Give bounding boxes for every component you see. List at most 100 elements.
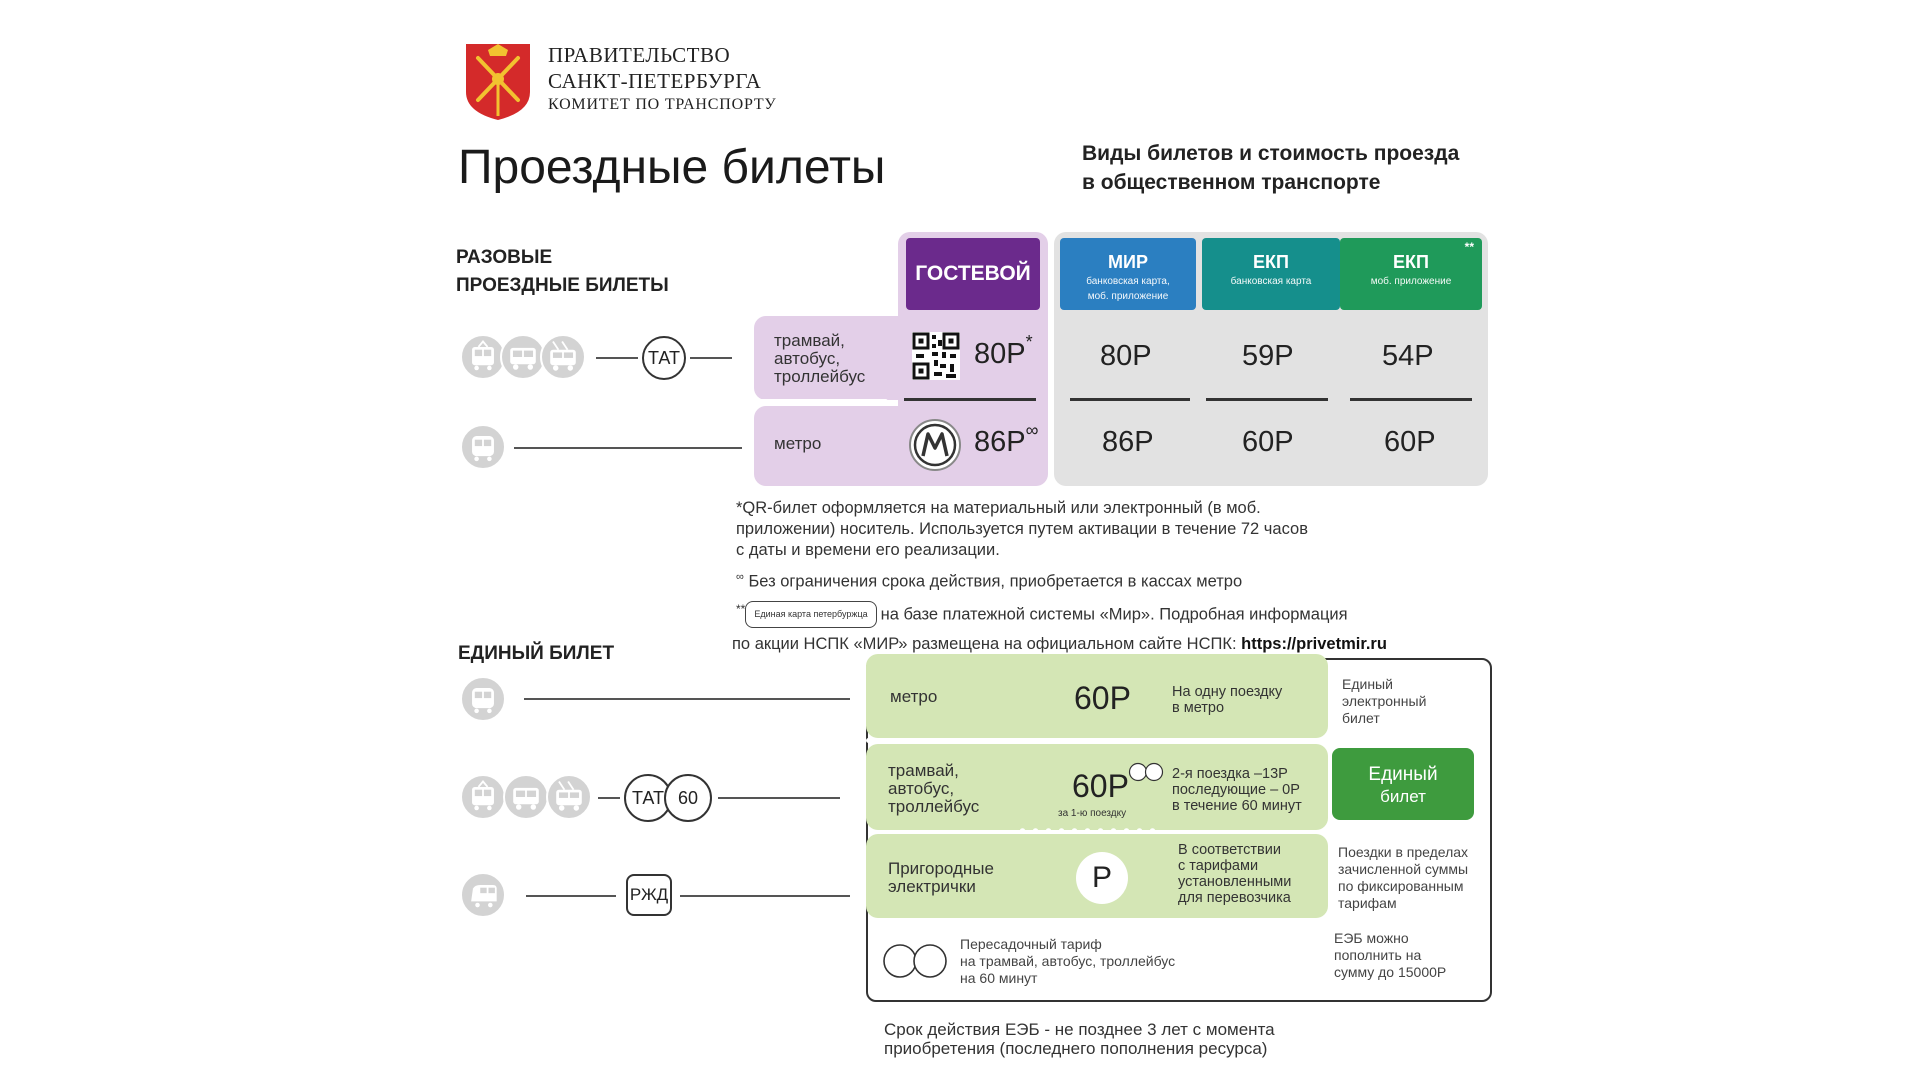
footnotes: *QR-билет оформляется на материальный ил… xyxy=(732,498,1387,655)
ekp-bank-surface-price: 59Р xyxy=(1242,340,1294,372)
single-label-line-2: ПРОЕЗДНЫЕ БИЛЕТЫ xyxy=(456,275,669,296)
ekp-bank-sub: банковская карта xyxy=(1230,276,1312,287)
government-name: ПРАВИТЕЛЬСТВО САНКТ-ПЕТЕРБУРГА КОМИТЕТ П… xyxy=(548,42,777,116)
validity-line-1: Срок действия ЕЭБ - не позднее 3 лет с м… xyxy=(884,1020,1275,1039)
single-label-line-1: РАЗОВЫЕ xyxy=(456,247,553,268)
ekp-note-line2-text: по акции НСПК «МИР» размещена на официал… xyxy=(732,635,1237,654)
bus-icon xyxy=(503,774,549,820)
mir-card-header: МИР банковская карта, моб. приложение xyxy=(1060,238,1196,310)
ekp-bank-metro-price: 60Р xyxy=(1242,426,1294,458)
ekp-app-header: ЕКП моб. приложение ** xyxy=(1340,238,1482,310)
note-line: в течение 60 минут xyxy=(1172,798,1302,814)
suburban-train-icon xyxy=(460,872,506,918)
double-star-mark: ** xyxy=(736,601,746,616)
ekp-pill-badge: Единая карта петербуржца xyxy=(745,601,877,629)
row-divider xyxy=(754,399,888,404)
tat-60-mini-icon xyxy=(1128,762,1166,782)
gov-line-1: ПРАВИТЕЛЬСТВО xyxy=(548,43,731,67)
unified-metro-row xyxy=(866,654,1328,738)
label-line: автобус, xyxy=(774,349,841,368)
infinity-note: ∞ Без ограничения срока действия, приобр… xyxy=(736,567,1387,593)
note-line: на трамвай, автобус, троллейбус xyxy=(960,953,1176,969)
price-value: 80Р xyxy=(974,338,1026,370)
infinity-mark: ∞ xyxy=(736,571,744,583)
trolleybus-icon xyxy=(546,774,592,820)
tat-60-badge: 60 xyxy=(664,774,712,822)
trolleybus-icon xyxy=(540,334,586,380)
price-mark: * xyxy=(1025,332,1033,352)
note-line: ЕЭБ можно xyxy=(1334,930,1409,946)
button-line-2: билет xyxy=(1380,787,1426,806)
rzd-badge: РЖД xyxy=(626,874,672,916)
label-line: трамвай, xyxy=(774,331,845,350)
label-line: троллейбус xyxy=(888,797,980,816)
price-value: 86Р xyxy=(974,426,1026,458)
note-line: 2-я поездка –13Р xyxy=(1172,766,1288,782)
metro-logo-icon xyxy=(908,418,962,472)
connector-line xyxy=(526,895,616,897)
validity-line-2: приобретения (последнего пополнения ресу… xyxy=(884,1039,1268,1058)
qr-code-icon xyxy=(912,332,960,380)
unified-surface-row xyxy=(866,744,1328,830)
note-line: сумму до 15000Р xyxy=(1334,964,1447,980)
note-line: зачисленной суммы xyxy=(1338,861,1469,877)
unified-metro-price: 60Р xyxy=(1074,680,1131,716)
ekp-app-sub: моб. приложение xyxy=(1370,276,1452,287)
note-line: пополнить на xyxy=(1334,947,1422,963)
tram-icon xyxy=(460,774,506,820)
ekp-app-name: ЕКП xyxy=(1393,252,1429,272)
row-label-metro: метро xyxy=(774,434,822,453)
button-line-1: Единый xyxy=(1368,764,1438,785)
connector-line xyxy=(524,698,850,700)
qr-note-3: с даты и времени его реализации. xyxy=(736,541,1000,559)
guest-row-bg xyxy=(754,316,914,400)
price-separator xyxy=(904,398,1036,401)
mir-metro-price: 86Р xyxy=(1102,426,1154,458)
ekp-bank-card-header: ЕКП банковская карта xyxy=(1202,238,1340,310)
unified-surface-label: трамвай, автобус, троллейбус xyxy=(888,762,979,816)
unified-surface-note: 2-я поездка –13Р последующие – 0Р в тече… xyxy=(1172,766,1302,814)
tat-badge: ТАТ xyxy=(642,336,686,380)
note-line: последующие – 0Р xyxy=(1172,782,1300,798)
note-line: В соответствии xyxy=(1178,842,1281,858)
page-subtitle: Виды билетов и стоимость проезда в общес… xyxy=(1082,139,1459,197)
gov-line-2: САНКТ-ПЕТЕРБУРГА xyxy=(548,69,762,93)
dotted-divider xyxy=(1016,828,1162,834)
unified-suburban-note: В соответствии с тарифами установленными… xyxy=(1178,842,1291,906)
note-line: по фиксированным xyxy=(1338,878,1464,894)
connector-line xyxy=(718,797,840,799)
ekp-bank-name: ЕКП xyxy=(1253,252,1289,272)
connector-line xyxy=(680,895,850,897)
privetmir-link[interactable]: https://privetmir.ru xyxy=(1241,635,1387,654)
note-line: тарифам xyxy=(1338,895,1397,911)
price-mark: ∞ xyxy=(1025,420,1039,440)
ekp-note-text: на базе платежной системы «Мир». Подробн… xyxy=(880,605,1348,623)
city-crest-icon xyxy=(462,40,534,122)
metro-train-icon xyxy=(460,676,506,722)
gov-line-3: КОМИТЕТ ПО ТРАНСПОРТУ xyxy=(548,96,777,113)
guest-surface-price: 80Р* xyxy=(974,332,1033,371)
mir-surface-price: 80Р xyxy=(1100,340,1152,372)
page-title: Проездные билеты xyxy=(458,141,886,194)
note-line: в метро xyxy=(1172,700,1225,716)
unified-metro-note: На одну поездку в метро xyxy=(1172,684,1282,716)
guest-ticket-header: ГОСТЕВОЙ xyxy=(906,238,1040,310)
unified-metro-label: метро xyxy=(890,687,938,706)
single-tickets-label: РАЗОВЫЕ ПРОЕЗДНЫЕ БИЛЕТЫ xyxy=(456,244,669,300)
label-line: трамвай, xyxy=(888,761,959,780)
unified-surface-price-sub: за 1-ю поездку xyxy=(1058,808,1127,819)
connector-line xyxy=(598,797,620,799)
subtitle-line-2: в общественном транспорте xyxy=(1082,171,1381,194)
qr-note-2: приложении) носитель. Используется путем… xyxy=(736,520,1308,538)
validity-note: Срок действия ЕЭБ - не позднее 3 лет с м… xyxy=(884,1020,1275,1058)
unified-ticket-button[interactable]: Единый билет xyxy=(1332,748,1474,820)
note-line: с тарифами xyxy=(1178,858,1259,874)
bus-icon xyxy=(500,334,546,380)
label-line: троллейбус xyxy=(774,367,866,386)
unified-surface-price: 60Р xyxy=(1072,768,1129,804)
row-label-surface-transport: трамвай, автобус, троллейбус xyxy=(774,332,865,386)
note-line: электронный xyxy=(1342,693,1427,709)
connector-line xyxy=(690,357,732,359)
connector-line xyxy=(596,357,638,359)
